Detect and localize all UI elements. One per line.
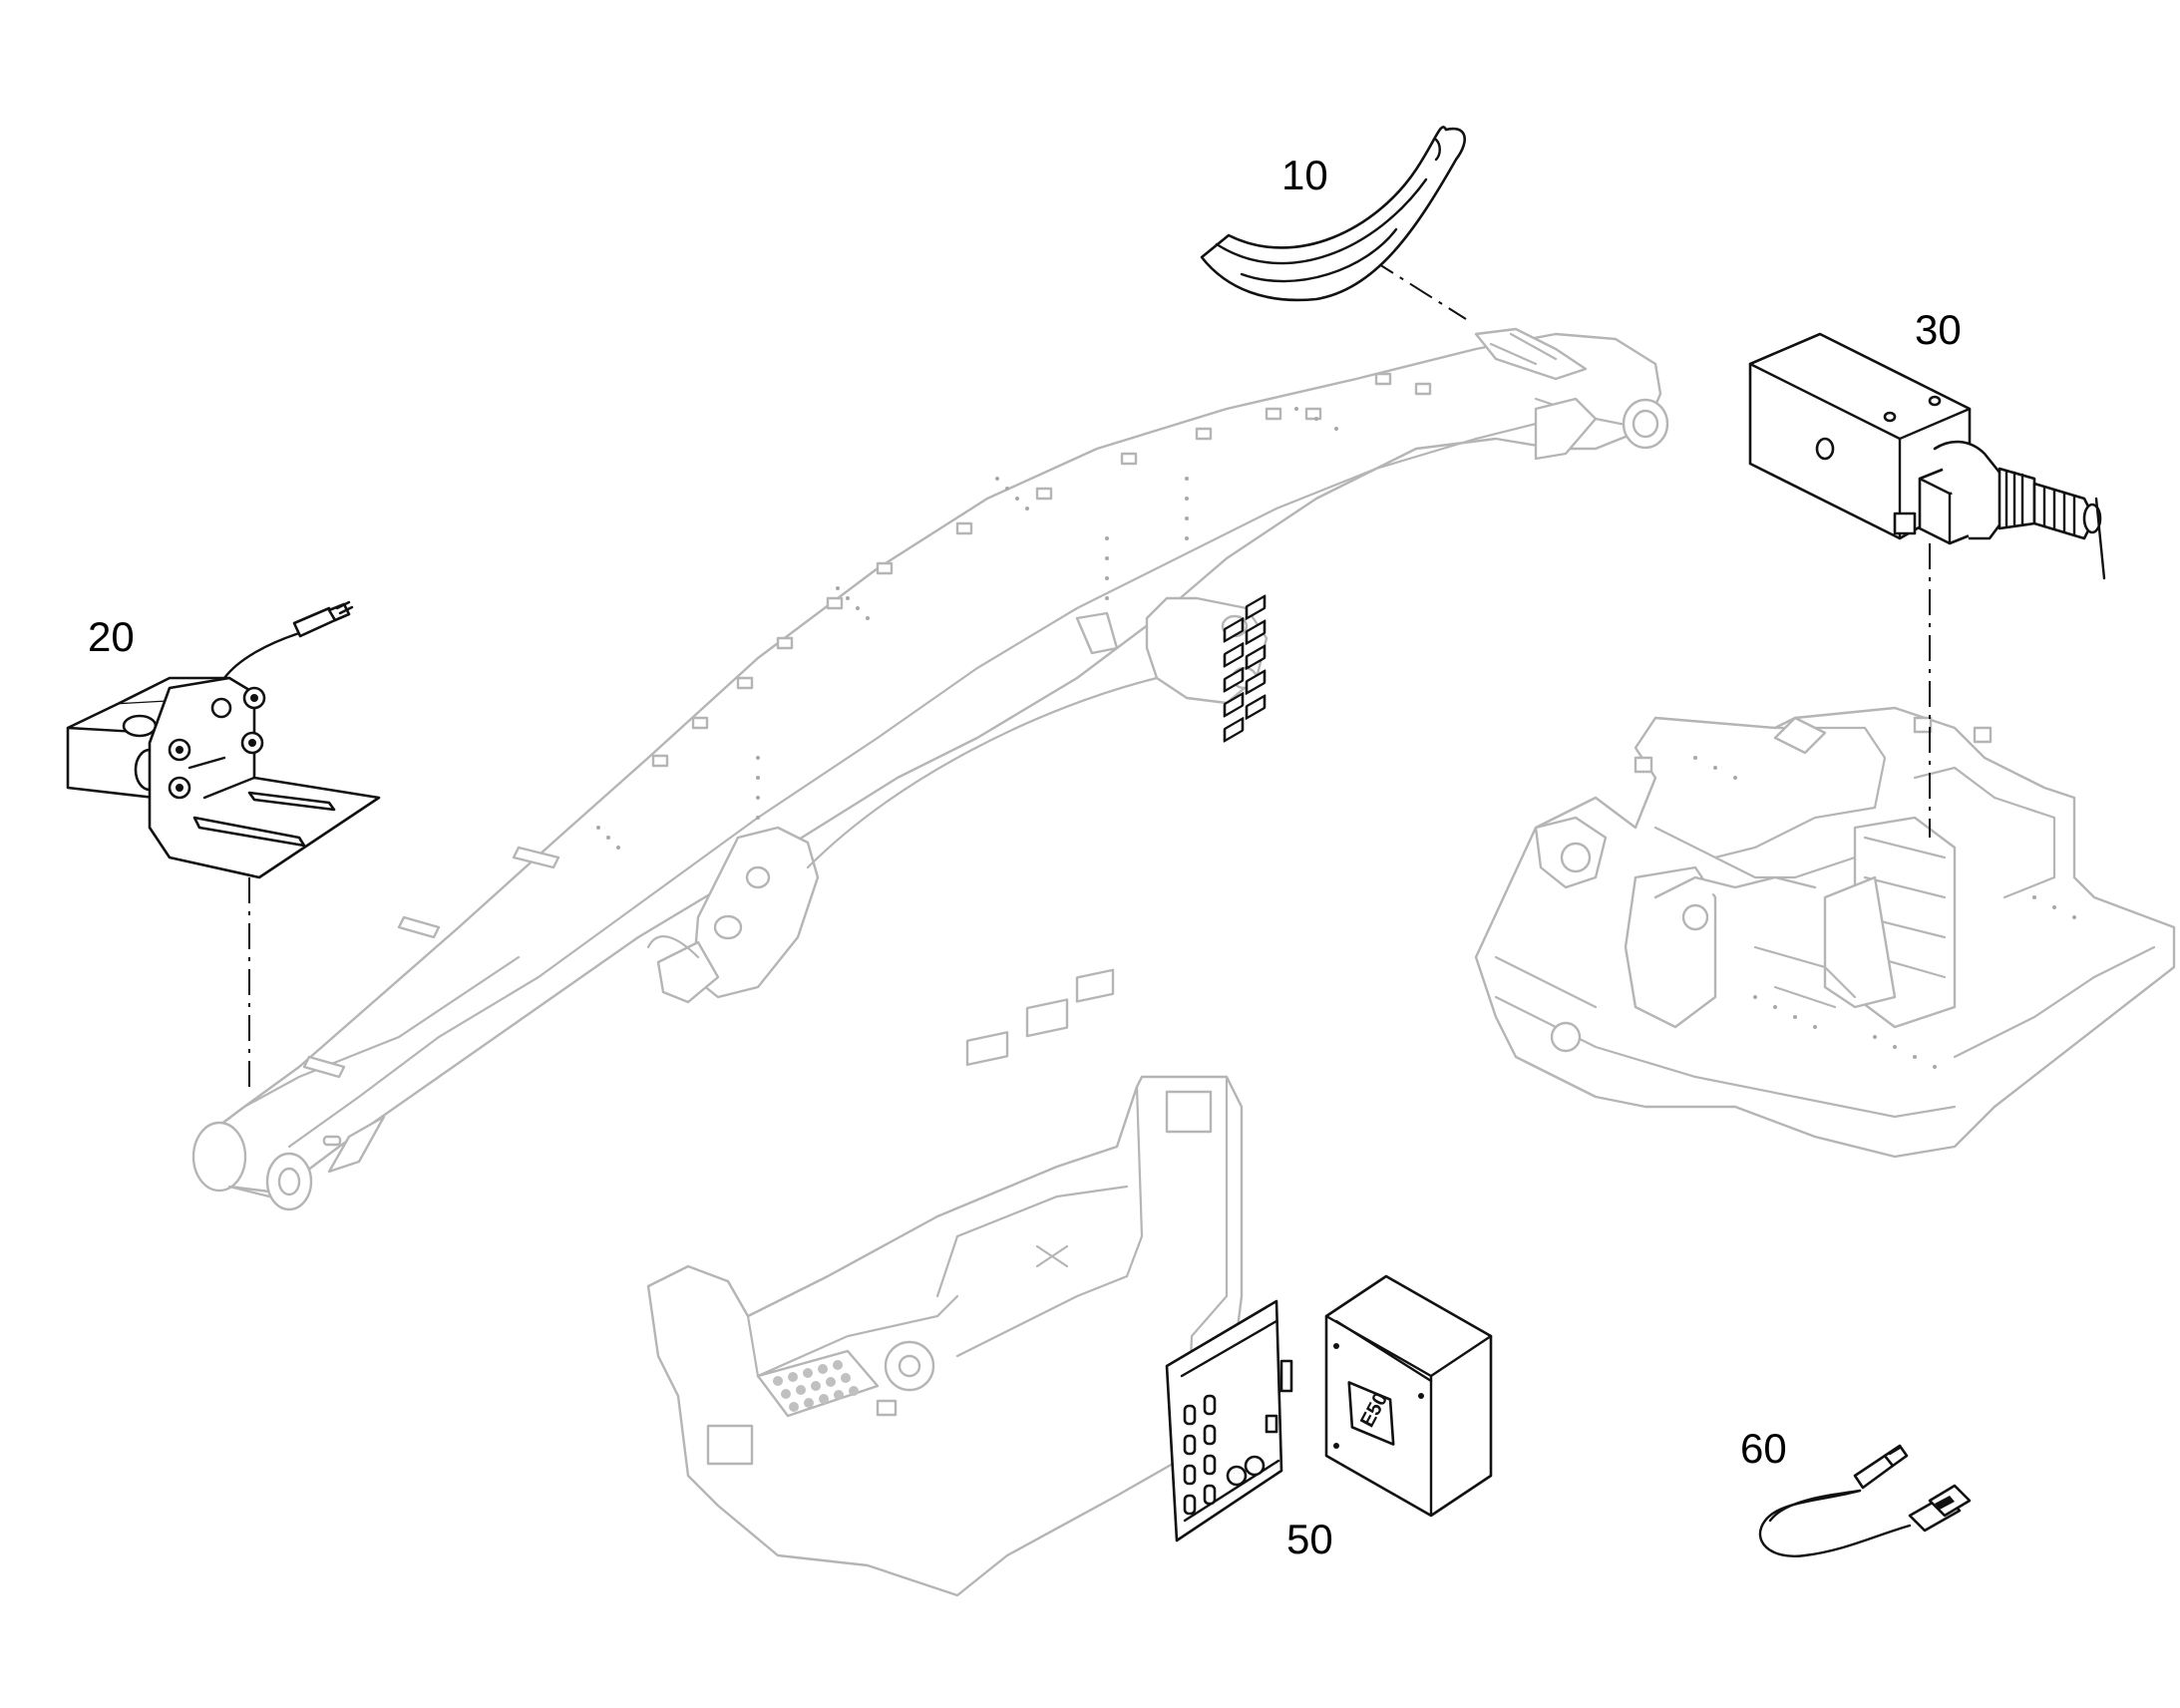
- part-30-valve: [1748, 332, 2106, 580]
- part-10-wear-strip: [1200, 126, 1466, 302]
- upper-frame-context: [1474, 706, 2176, 1159]
- callout-20: 20: [88, 613, 135, 660]
- boom-context: [191, 327, 1669, 1211]
- callout-50: 50: [1286, 1516, 1333, 1562]
- cab-floor-context: [646, 968, 1244, 1597]
- callout-60: 60: [1740, 1425, 1787, 1472]
- part-20-sensor-bracket: [66, 600, 381, 879]
- part-50-circuit-board: [1165, 594, 1293, 1542]
- callout-10: 10: [1281, 152, 1328, 198]
- leader-lines: [248, 258, 1931, 1092]
- callouts: 10 20 30 50 60: [88, 152, 1962, 1562]
- part-60-cable: [1758, 1444, 1972, 1557]
- callout-30: 30: [1915, 306, 1962, 353]
- part-50-e50-box: E50: [1324, 1274, 1493, 1518]
